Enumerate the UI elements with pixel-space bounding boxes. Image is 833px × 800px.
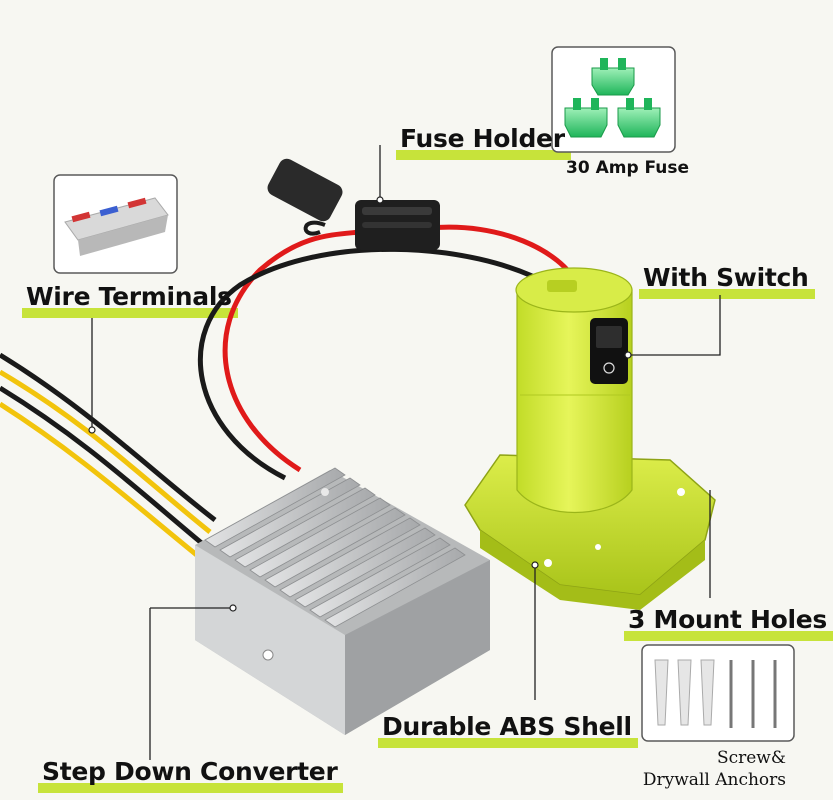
step-down-converter-label: Step Down Converter bbox=[38, 757, 344, 793]
wire-terminals-label: Wire Terminals bbox=[22, 282, 238, 318]
abs-shell-label: Durable ABS Shell bbox=[378, 712, 638, 748]
screw-icon bbox=[729, 660, 777, 728]
fuse-icon bbox=[564, 98, 608, 138]
mount-hole-icon bbox=[544, 559, 552, 567]
mount-hole-icon bbox=[677, 488, 685, 496]
leader-lines bbox=[91, 145, 721, 760]
mount-hole-icon bbox=[595, 544, 601, 550]
anchors-caption-line1: Screw& bbox=[716, 748, 786, 768]
anchors-caption-line2: Drywall Anchors bbox=[642, 770, 786, 790]
fuse-holder-label: Fuse Holder bbox=[396, 124, 571, 160]
drywall-anchor-icon bbox=[654, 659, 715, 726]
step-down-converter bbox=[195, 467, 490, 735]
wire-terminal-icon bbox=[53, 174, 178, 274]
output-wires bbox=[0, 352, 217, 558]
fuse-icon bbox=[617, 98, 661, 138]
fuse-caption: 30 Amp Fuse bbox=[566, 158, 690, 178]
anchors-box bbox=[641, 644, 795, 742]
adapter-body bbox=[515, 267, 633, 513]
fuse-box bbox=[551, 46, 676, 153]
with-switch-label: With Switch bbox=[639, 263, 815, 299]
product-illustration bbox=[0, 46, 795, 760]
mount-holes-label: 3 Mount Holes bbox=[624, 605, 833, 641]
fuse-holder-icon bbox=[267, 158, 440, 250]
fuse-icon bbox=[591, 58, 635, 96]
